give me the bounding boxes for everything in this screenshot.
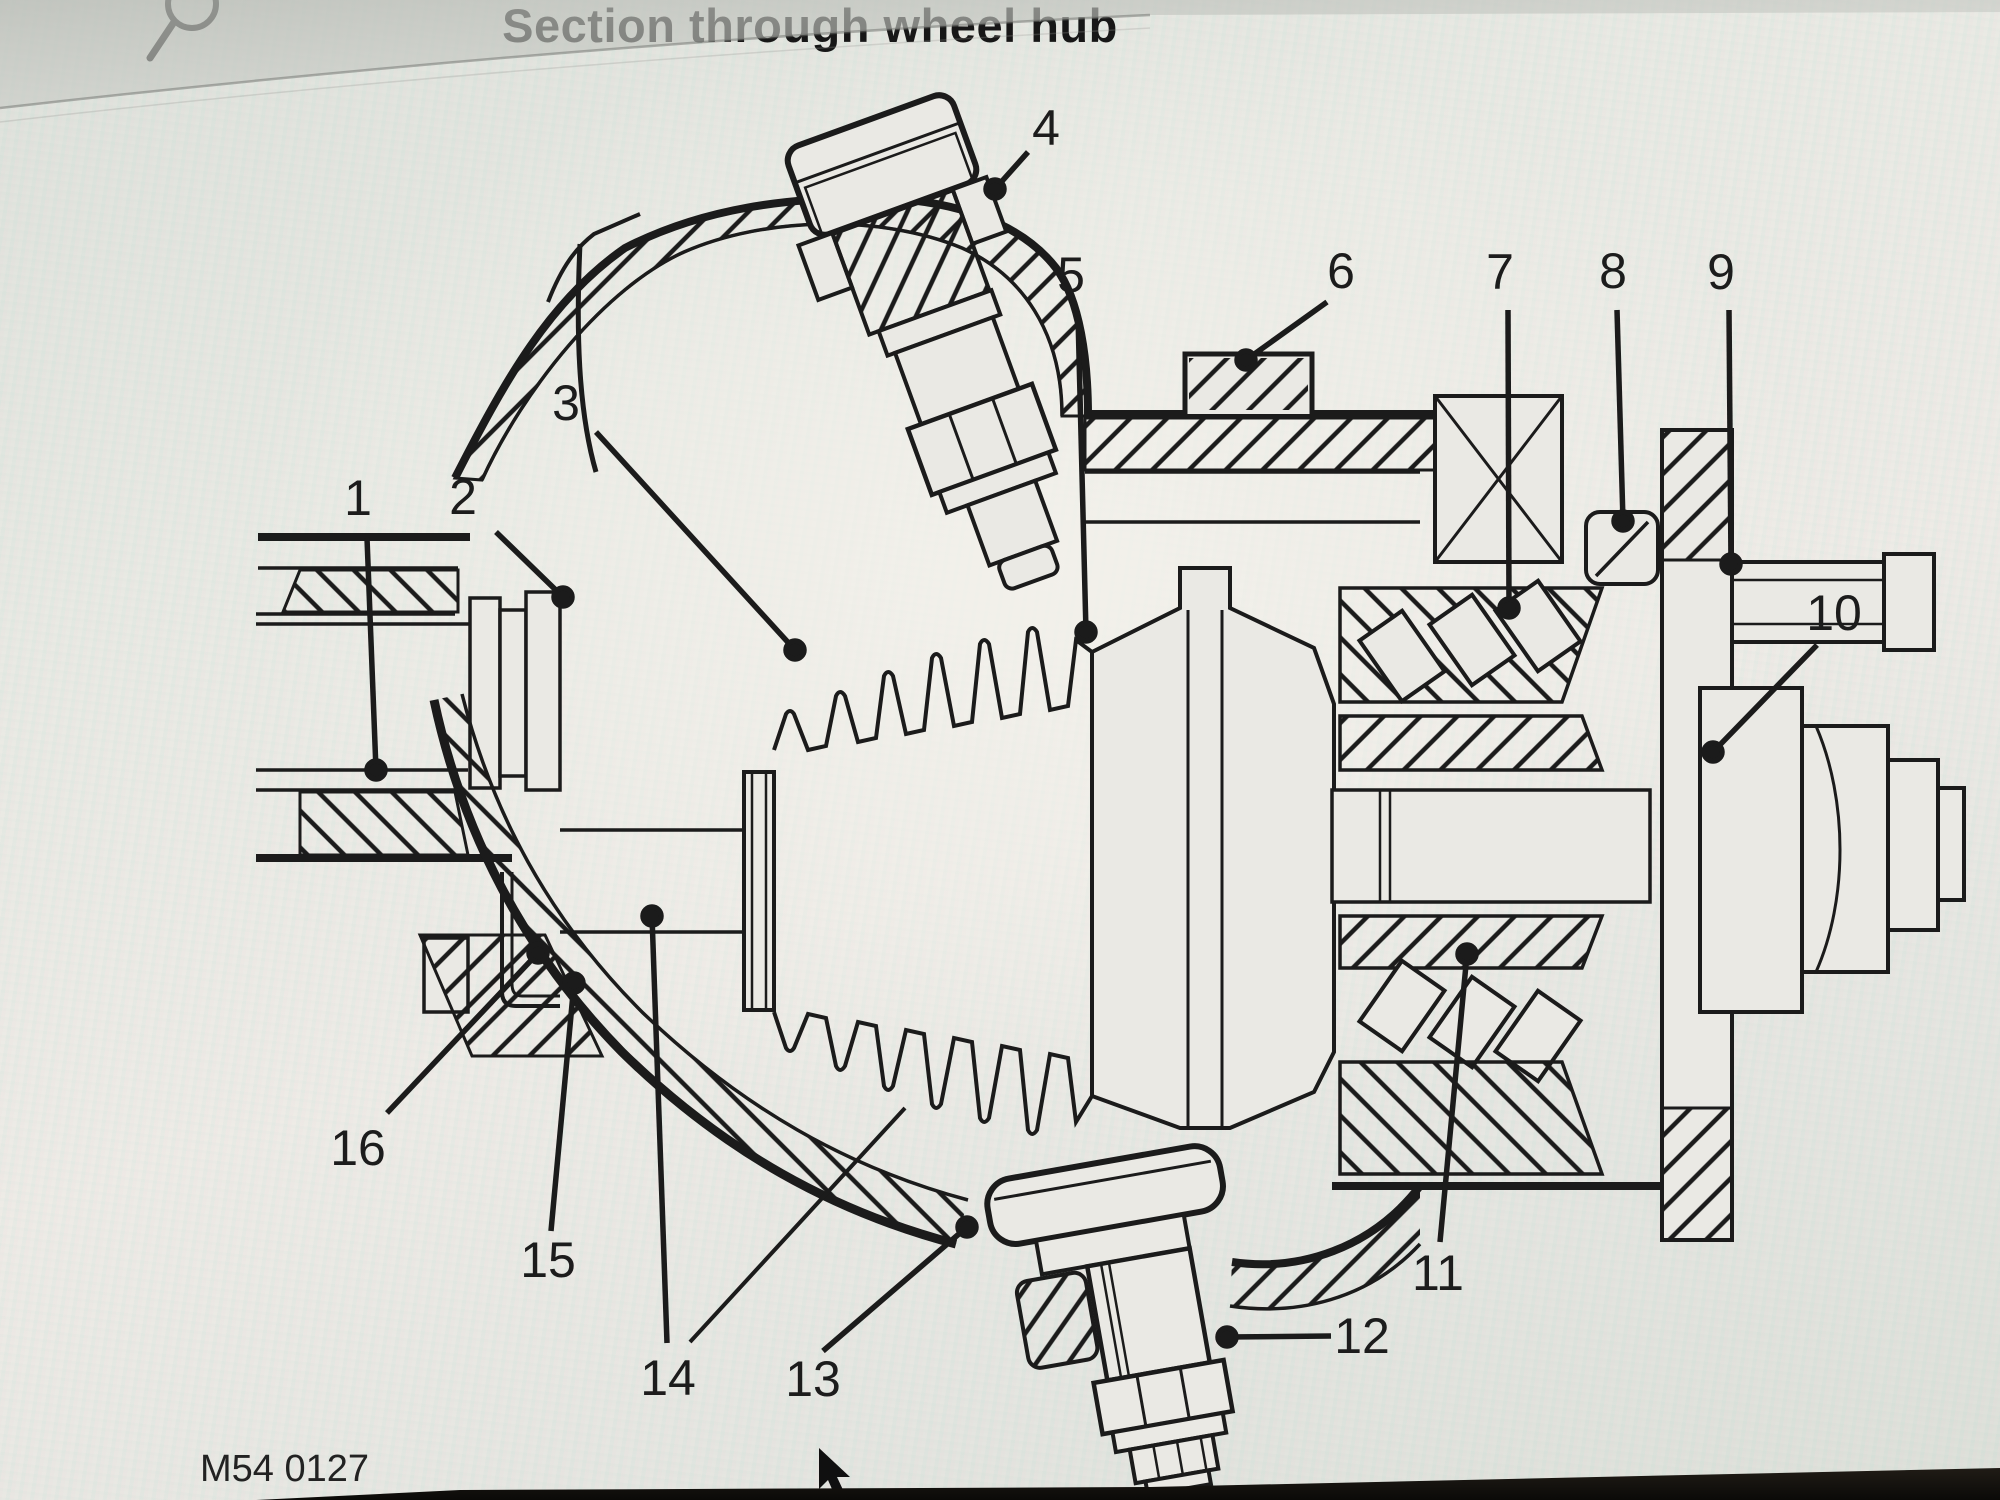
section-drawing (256, 92, 1966, 1498)
callout-12: 12 (1334, 1308, 1390, 1364)
wheel-stud (1730, 552, 1936, 652)
callout-7: 7 (1486, 244, 1514, 300)
axle-casing (256, 533, 744, 934)
hub-nut-assembly (1698, 686, 1966, 1014)
callout-6: 6 (1327, 243, 1355, 299)
callout-numbers: 1 2 3 4 5 6 7 8 9 10 11 12 13 14 15 16 (330, 100, 1862, 1407)
callout-1: 1 (344, 470, 372, 526)
callout-5: 5 (1057, 247, 1085, 303)
screen-glare (0, 0, 2000, 123)
callout-3: 3 (552, 375, 580, 431)
bottom-swivel-pin (984, 1143, 1236, 1498)
callout-10: 10 (1806, 585, 1862, 641)
callout-2: 2 (449, 469, 477, 525)
figure-reference: M54 0127 (200, 1448, 369, 1490)
seal-assembly (417, 872, 605, 1058)
top-swivel-pin (784, 92, 1060, 591)
callout-4: 4 (1032, 100, 1060, 156)
callout-9: 9 (1707, 244, 1735, 300)
stub-axle (1330, 788, 1652, 904)
callout-16: 16 (330, 1120, 386, 1176)
callout-15: 15 (520, 1232, 576, 1288)
cv-joint-bell (1090, 566, 1336, 1130)
callout-8: 8 (1599, 243, 1627, 299)
cursor-arrow-icon (819, 1448, 850, 1496)
hub-bearings (1330, 577, 1660, 1190)
cv-boot (742, 626, 1094, 1136)
drive-flange (1584, 428, 1966, 1242)
callout-11: 11 (1412, 1245, 1464, 1301)
leader-lines (364, 150, 1819, 1354)
callout-13: 13 (785, 1351, 841, 1407)
callout-14: 14 (640, 1350, 696, 1406)
lower-housing-arm (429, 693, 1424, 1344)
screen-bezel (256, 1468, 2000, 1500)
swivel-housing (451, 193, 1564, 564)
